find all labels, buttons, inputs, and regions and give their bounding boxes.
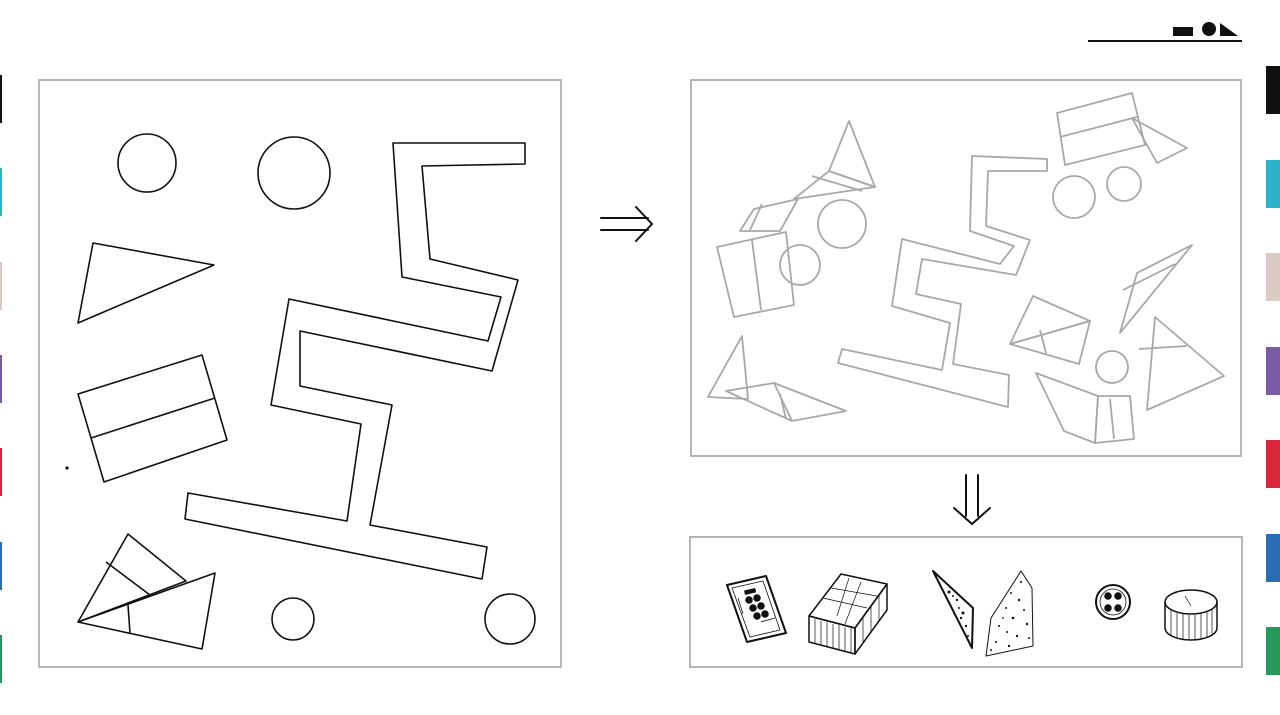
rectangle-shape [1035, 372, 1135, 444]
swatch-green[interactable] [1266, 627, 1280, 675]
shapes-logo-icon [1088, 22, 1242, 42]
triangle-shape [77, 242, 215, 324]
circle-shape [1106, 166, 1142, 202]
circle-shape [1095, 350, 1129, 384]
arranged-shapes-panel[interactable] [690, 79, 1242, 457]
composite-triangle-shape [725, 382, 847, 422]
circle-shape [117, 133, 177, 193]
triangle-shape [1131, 117, 1188, 164]
triangle-shape [707, 335, 749, 400]
rectangle-shape [716, 231, 795, 318]
double-arrow-right-icon [600, 206, 654, 242]
rendered-objects [726, 570, 1218, 657]
left-tick-2 [0, 168, 2, 216]
round-plan-icon [1095, 584, 1131, 620]
composite-triangle-shape [793, 120, 876, 200]
left-tick-5 [0, 448, 2, 496]
arranged-shapes [707, 92, 1225, 444]
double-arrow-down-icon [953, 474, 991, 526]
left-tick-4 [0, 355, 2, 403]
circle-shape [779, 244, 821, 286]
composite-triangle-shape [1138, 316, 1225, 411]
swatch-red[interactable] [1266, 440, 1280, 488]
left-tick-6 [0, 542, 2, 590]
circle-shape [257, 136, 331, 210]
source-shapes-panel[interactable] [38, 79, 562, 668]
rectangle-shape [77, 354, 228, 483]
rendered-objects-panel[interactable] [689, 536, 1243, 668]
swatch-cyan[interactable] [1266, 160, 1280, 208]
left-tick-7 [0, 635, 2, 683]
zigzag-path-shape [837, 155, 1048, 408]
left-tick-3 [0, 262, 2, 310]
circle-shape [817, 199, 867, 249]
zigzag-path-shape [184, 142, 526, 580]
circle-shape [271, 597, 315, 641]
wooden-box-icon [808, 573, 888, 655]
rectangle-shape [1056, 92, 1146, 166]
floor-plan-icon [726, 575, 787, 643]
circle-shape [1052, 175, 1096, 219]
speckled-triangle-icon [932, 570, 974, 649]
swatch-blue[interactable] [1266, 534, 1280, 582]
composite-triangle-shape [1009, 295, 1091, 365]
circle-shape [484, 593, 536, 645]
composite-triangle-shape [77, 533, 216, 650]
swatch-purple[interactable] [1266, 347, 1280, 395]
left-tick-1 [0, 75, 2, 123]
trapezoid-shape [739, 198, 799, 232]
composite-triangle-shape [1119, 244, 1193, 334]
cylinder-box-icon [1164, 589, 1218, 641]
swatch-black[interactable] [1266, 66, 1280, 114]
speckled-trapezoid-icon [985, 570, 1034, 657]
swatch-beige[interactable] [1266, 253, 1280, 301]
dot-mark [65, 466, 69, 470]
scattered-shapes [65, 133, 536, 650]
